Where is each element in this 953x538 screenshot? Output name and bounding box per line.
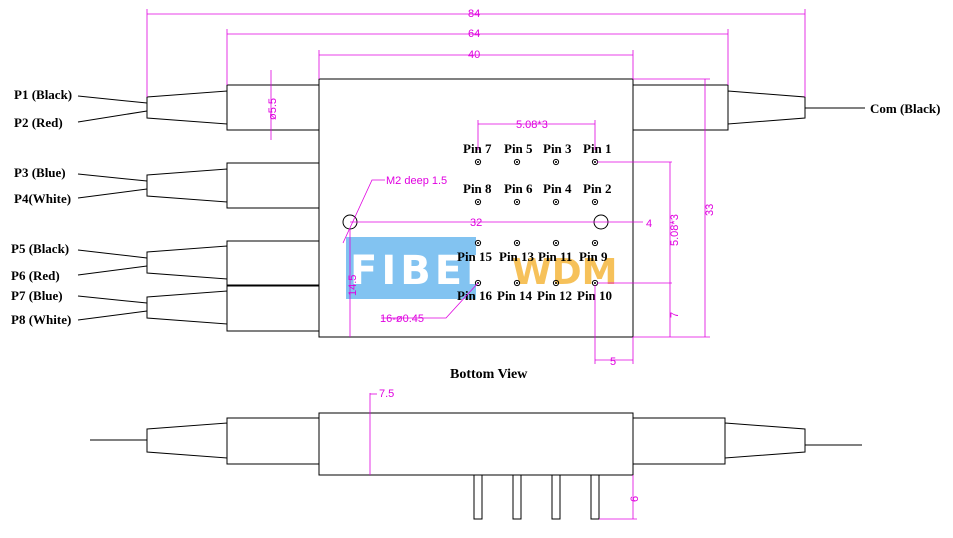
dim-pin-pitch: 5.08*3 (516, 119, 548, 131)
dim-hole-note: M2 deep 1.5 (386, 175, 447, 187)
pin-label: Pin 3 (543, 141, 572, 156)
port-label-p6: P6 (Red) (11, 268, 60, 283)
left-fiber-assembly-4 (77, 285, 320, 332)
pin-label: Pin 16 (457, 288, 493, 303)
left-fiber-assembly-2 (77, 162, 320, 209)
dim-pin-row-offset: 7 (669, 312, 681, 318)
watermark-text-right: WDM (512, 252, 617, 293)
pin-label: Pin 6 (504, 181, 533, 196)
dim-pin-note: 16-ø0.45 (380, 313, 424, 325)
pin-label: Pin 4 (543, 181, 572, 196)
pin-label: Pin 15 (457, 249, 493, 264)
dim-hole-span: 32 (470, 217, 482, 229)
side-body (318, 412, 634, 476)
pin-label: Pin 10 (577, 288, 612, 303)
pin-label: Pin 8 (463, 181, 492, 196)
dim-thickness: 7.5 (379, 388, 394, 400)
bottom-view: P1 (Black) P2 (Red) P3 (Blue) P4(White) … (11, 8, 940, 382)
dim-hole-height: 14.5 (347, 275, 359, 296)
pin-label: Pin 5 (504, 141, 533, 156)
dim-pin-length: 6 (629, 496, 641, 502)
com-fiber-assembly (632, 84, 865, 131)
dim-body-width: 40 (468, 49, 480, 61)
port-label-p1: P1 (Black) (14, 87, 72, 102)
port-label-p7: P7 (Blue) (11, 288, 63, 303)
dim-pin-pitch-vertical: 5.08*3 (669, 214, 681, 246)
port-label-p5: P5 (Black) (11, 241, 69, 256)
dim-body-height: 33 (704, 204, 716, 216)
port-label-p8: P8 (White) (11, 312, 71, 327)
watermark-text-left: FIBER (350, 248, 501, 294)
left-fiber-assembly-1 (77, 84, 320, 131)
port-label-com: Com (Black) (870, 101, 940, 116)
side-view: 7.5 6 (90, 388, 862, 520)
port-label-p3: P3 (Blue) (14, 165, 66, 180)
port-label-p4: P4(White) (14, 191, 71, 206)
watermark-logo: FIBER WDM (346, 237, 617, 299)
pin-label: Pin 1 (583, 141, 612, 156)
pin-label: Pin 13 (499, 249, 535, 264)
left-fiber-assembly-3 (77, 240, 320, 286)
pin-label: Pin 9 (579, 249, 608, 264)
pin-grid (474, 158, 599, 287)
dim-overall-length: 84 (468, 8, 480, 20)
pin-label: Pin 11 (538, 249, 572, 264)
pin-label: Pin 2 (583, 181, 612, 196)
port-label-p2: P2 (Red) (14, 115, 63, 130)
dimension-lines: 84 64 40 5.08*3 ø5.5 M2 deep 1.5 32 (146, 8, 806, 368)
dim-hole-offset: 4 (646, 218, 652, 230)
pin-labels: Pin 7 Pin 5 Pin 3 Pin 1 Pin 8 Pin 6 Pin … (457, 141, 612, 303)
view-caption: Bottom View (450, 367, 528, 382)
dim-fiber-span: 64 (468, 28, 480, 40)
dim-tube-diameter: ø5.5 (267, 98, 279, 120)
pin-label: Pin 14 (497, 288, 533, 303)
pin-label: Pin 12 (537, 288, 572, 303)
pin-label: Pin 7 (463, 141, 492, 156)
dim-pin-column-offset: 5 (610, 356, 616, 368)
